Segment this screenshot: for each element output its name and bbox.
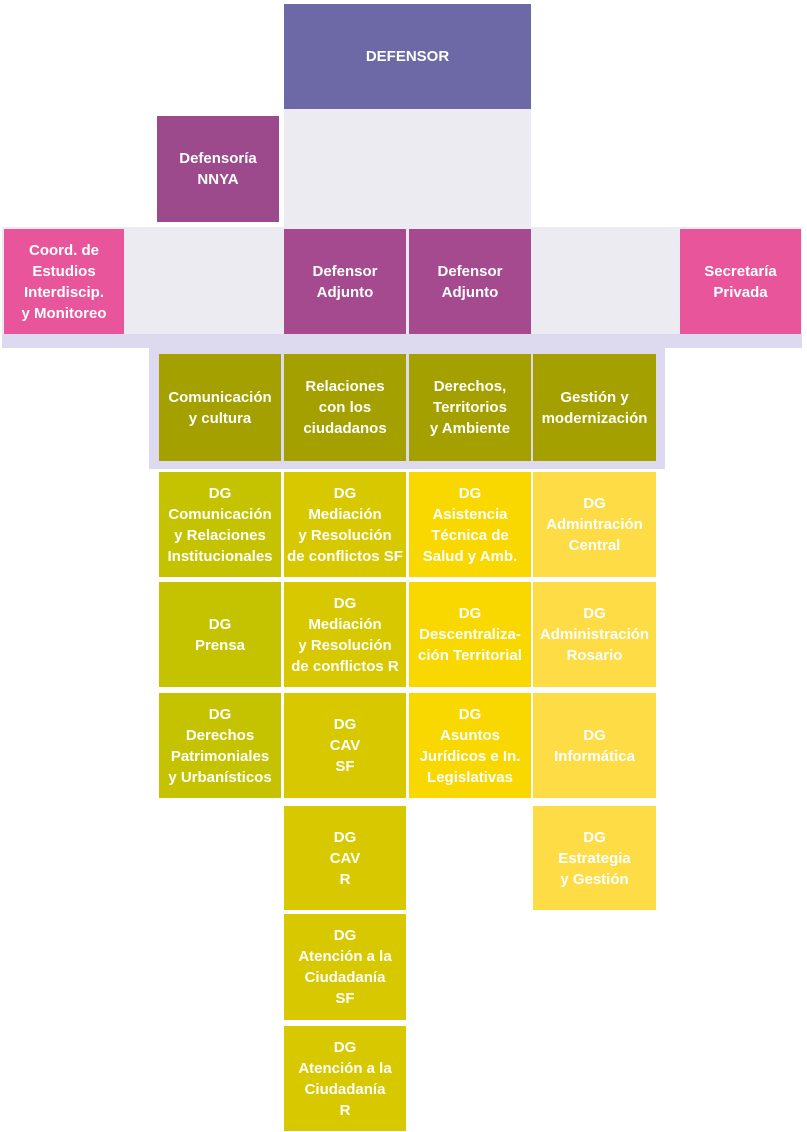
dg-mediacion-r-box: DG Mediación y Resolución de conflictos … xyxy=(284,582,406,687)
defensor-adjunto-1-box: Defensor Adjunto xyxy=(284,229,406,334)
horizontal-band-line xyxy=(2,334,802,348)
dg-informatica-box: DG Informática xyxy=(533,693,656,798)
dg-estrategia-box: DG Estrategia y Gestión xyxy=(533,806,656,910)
dg-mediacion-sf-box: DG Mediación y Resolución de conflictos … xyxy=(284,472,406,577)
area-relaciones-box: Relaciones con los ciudadanos xyxy=(284,354,406,461)
secretaria-privada-box: Secretaría Privada xyxy=(680,229,801,334)
dg-atencion-r-box: DG Atención a la Ciudadanía R xyxy=(284,1026,406,1131)
dg-prensa-box: DG Prensa xyxy=(159,582,281,687)
dg-administracion-rosario-box: DG Administración Rosario xyxy=(533,582,656,687)
area-derechos-box: Derechos, Territorios y Ambiente xyxy=(409,354,531,461)
dg-atencion-sf-box: DG Atención a la Ciudadanía SF xyxy=(284,914,406,1020)
dg-descentralizacion-box: DG Descentraliza- ción Territorial xyxy=(409,582,531,687)
defensor-box: DEFENSOR xyxy=(284,4,531,109)
dg-asuntos-juridicos-box: DG Asuntos Jurídicos e In. Legislativas xyxy=(409,693,531,798)
dg-asistencia-tecnica-box: DG Asistencia Técnica de Salud y Amb. xyxy=(409,472,531,577)
dg-cav-sf-box: DG CAV SF xyxy=(284,693,406,798)
defensor-band xyxy=(284,109,531,227)
dg-derechos-patrimoniales-box: DG Derechos Patrimoniales y Urbanísticos xyxy=(159,693,281,798)
dg-comunicacion-box: DG Comunicación y Relaciones Institucion… xyxy=(159,472,281,577)
dg-administracion-central-box: DG Admintración Central xyxy=(533,472,656,577)
dg-cav-r-box: DG CAV R xyxy=(284,806,406,910)
area-comunicacion-box: Comunicación y cultura xyxy=(159,354,281,461)
area-gestion-box: Gestión y modernización xyxy=(533,354,656,461)
defensor-adjunto-2-box: Defensor Adjunto xyxy=(409,229,531,334)
coord-estudios-box: Coord. de Estudios Interdiscip. y Monito… xyxy=(4,229,124,334)
defensoria-nnya-box: Defensoría NNYA xyxy=(157,116,279,222)
